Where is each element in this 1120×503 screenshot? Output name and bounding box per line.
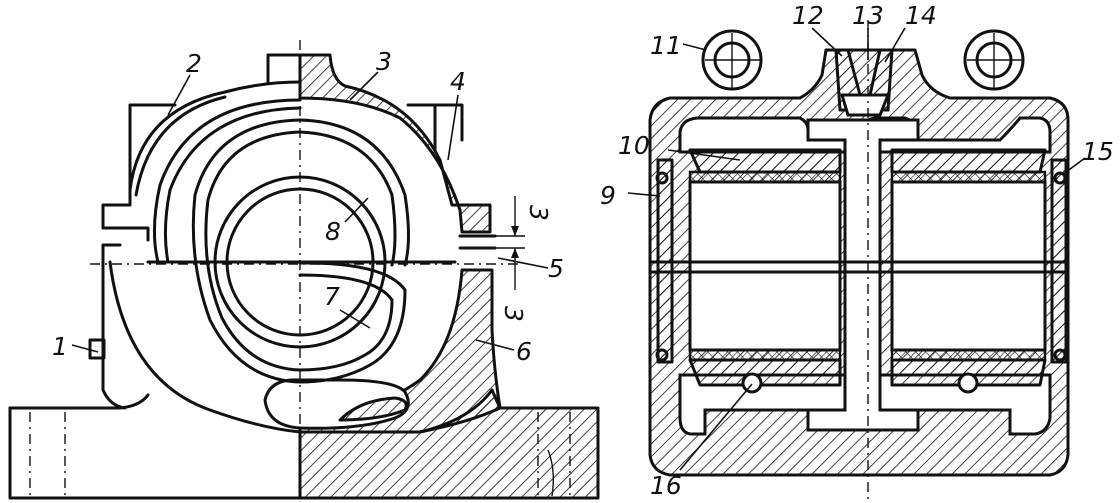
roller-left <box>688 180 842 352</box>
housing-cap <box>101 53 492 242</box>
outer-ring-top-right <box>890 148 1047 174</box>
ball-right <box>957 372 979 394</box>
gap-top-label: 3 <box>524 205 553 221</box>
callout-9: 9 <box>600 181 616 210</box>
roller-right <box>890 180 1047 352</box>
callout-5: 5 <box>548 254 564 283</box>
callout-8: 8 <box>325 217 341 246</box>
outer-ring-bottom-right <box>890 358 1047 387</box>
callout-1: 1 <box>52 332 68 361</box>
outer-ring-bottom-left <box>688 358 842 387</box>
right-callouts: 11 12 13 14 10 9 15 16 <box>600 1 1114 500</box>
callout-4: 4 <box>450 67 466 96</box>
callout-10: 10 <box>618 131 650 160</box>
callout-3: 3 <box>376 47 392 76</box>
outer-ring-top-left <box>688 148 842 174</box>
gap-bottom-label: 3 <box>499 306 528 322</box>
housing-lower-left <box>88 243 302 434</box>
eye-bolt-left <box>701 29 763 91</box>
drain-plug <box>88 338 106 360</box>
callout-11: 11 <box>650 31 682 60</box>
callout-14: 14 <box>905 1 937 30</box>
bearing-rings <box>146 98 497 384</box>
callout-12: 12 <box>792 1 824 30</box>
callout-13: 13 <box>852 1 884 30</box>
callout-7: 7 <box>324 282 340 311</box>
left-callouts: 2 3 4 5 6 7 8 1 <box>52 47 564 366</box>
callout-16: 16 <box>650 471 682 500</box>
central-shaft <box>806 118 920 432</box>
base-plate <box>8 388 600 500</box>
housing-base-section <box>263 268 502 434</box>
callout-6: 6 <box>516 337 532 366</box>
callout-2: 2 <box>186 49 202 78</box>
eye-bolt-right <box>963 29 1025 91</box>
right-view: 11 12 13 14 10 9 15 16 <box>600 1 1114 500</box>
callout-15: 15 <box>1082 137 1114 166</box>
ball-left <box>741 372 763 394</box>
left-view: 3 3 2 3 4 5 6 7 8 1 <box>8 40 600 500</box>
gap-dimension: 3 3 <box>495 196 553 322</box>
